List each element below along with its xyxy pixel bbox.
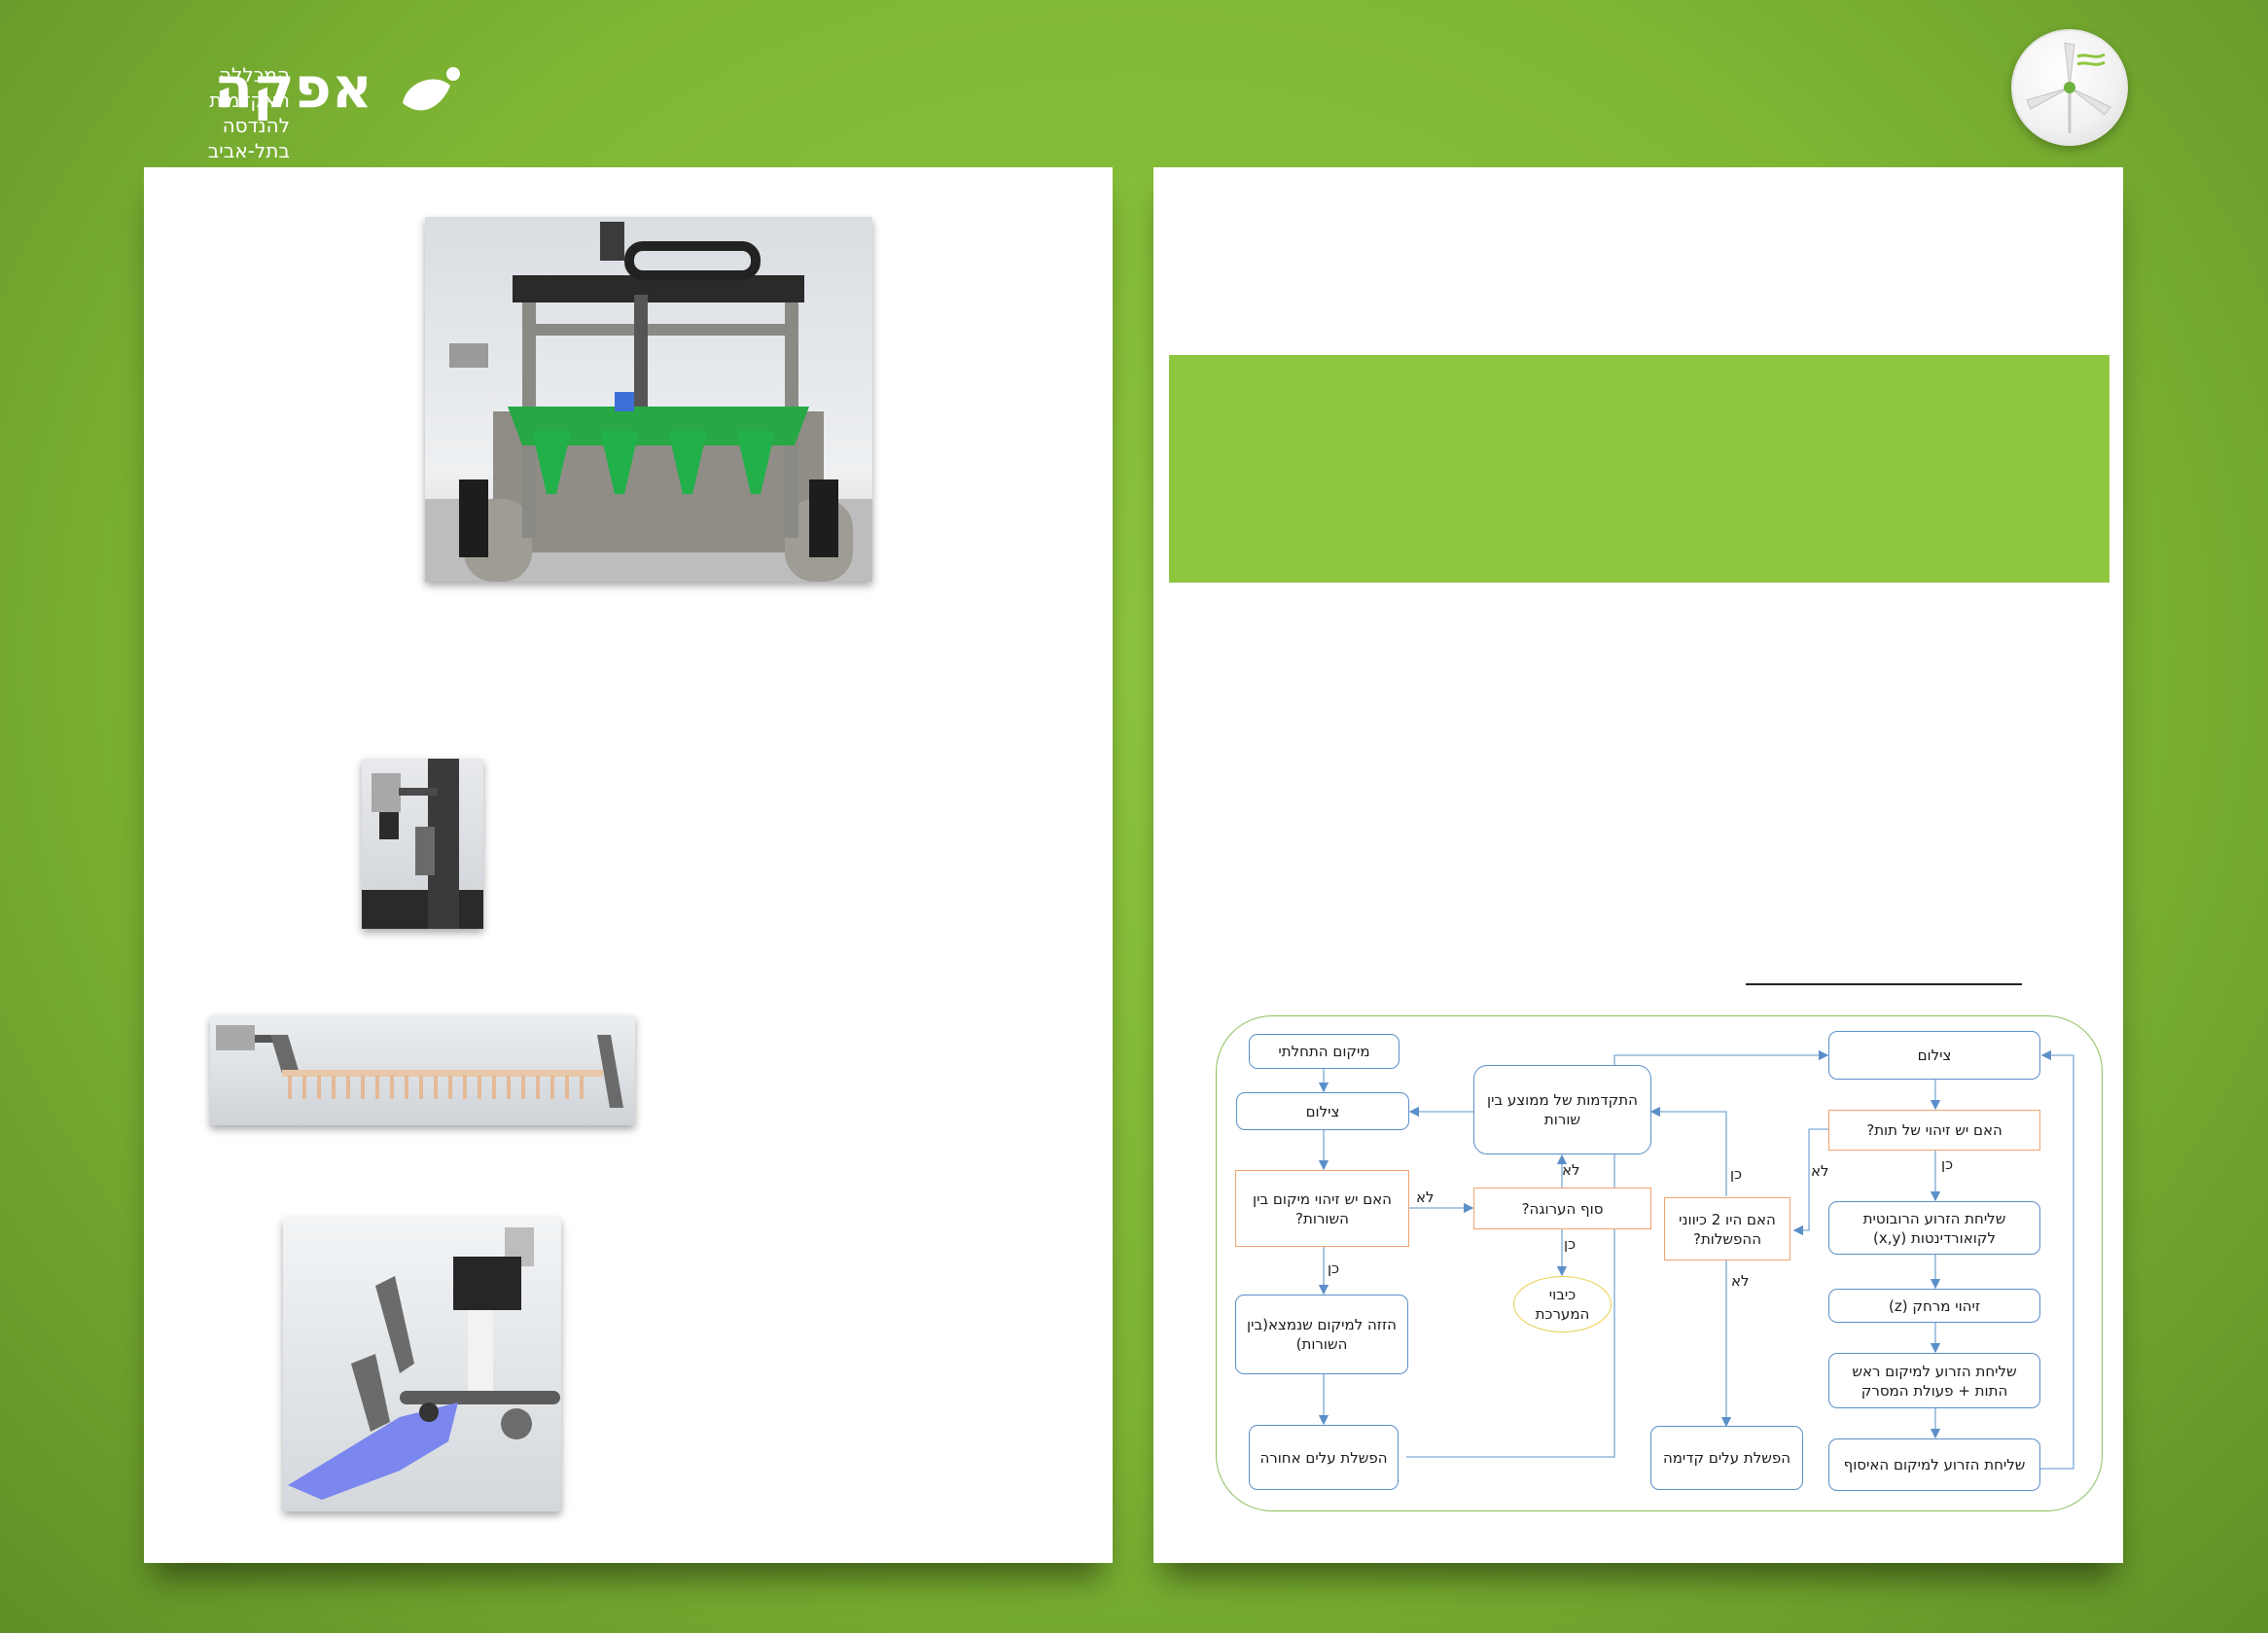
edge-label-yes-row: כן — [1328, 1260, 1340, 1277]
afeka-mark-icon — [403, 67, 460, 111]
flow-node-send-head: שליחת הזרוע למיקום ראש התות + פעולת המסר… — [1828, 1353, 2040, 1408]
flow-node-send-xy: שליחת הזרוע הרובוטית לקואורדינטות (x,y) — [1828, 1201, 2040, 1255]
wind-turbine-icon — [2026, 42, 2111, 133]
flow-node-capture-right: צילום — [1828, 1031, 2040, 1080]
flow-node-shutdown: כיבוי המערכת — [1513, 1276, 1612, 1332]
edge-label-no-twodirs: לא — [1731, 1272, 1750, 1290]
flow-node-move-row: הזזה למיקום שנמצא(בין השורות) — [1235, 1295, 1408, 1374]
flow-node-capture-left: צילום — [1236, 1092, 1409, 1130]
comb-arm-image — [210, 1015, 635, 1125]
wind-turbine-badge — [2011, 29, 2128, 146]
camera-mount-image — [362, 759, 483, 929]
title-banner — [1169, 355, 2109, 583]
flow-node-leaves-front: הפשלת עלים קדימה — [1650, 1426, 1803, 1490]
logo-subtitle-line2: להנדסה בתל-אביב — [207, 114, 290, 162]
flow-node-row-detect: האם יש זיהוי מיקום בין השורות? — [1235, 1170, 1409, 1247]
logo-subtitle: המכללה האקדמית להנדסה בתל-אביב — [144, 62, 290, 163]
edge-label-yes-strawberry: כן — [1941, 1155, 1954, 1173]
logo-subtitle-line1: המכללה האקדמית — [209, 63, 290, 112]
section-heading-underline — [1746, 983, 2022, 985]
flow-node-send-collect: שליחת הזרוע למיקום האיסוף — [1828, 1438, 2040, 1491]
flow-node-advance-rows: התקדמות של ממוצע בין שורות — [1473, 1065, 1651, 1154]
flow-node-start: מיקום התחלתי — [1249, 1034, 1400, 1069]
edge-label-yes-twodirs: כן — [1730, 1165, 1743, 1183]
flow-node-leaves-back: הפשלת עלים אחורה — [1249, 1425, 1399, 1490]
flowchart-frame — [1216, 1015, 2103, 1511]
flow-node-two-dirs: האם היו 2 כיווני ההפשלות? — [1664, 1197, 1790, 1260]
edge-label-no-strawberry: לא — [1811, 1162, 1829, 1180]
flow-node-strawberry-detect: האם יש זיהוי של תות? — [1828, 1110, 2040, 1151]
gripper-scoop-image — [283, 1218, 561, 1511]
robot-render-image — [425, 217, 872, 582]
edge-label-no-row: לא — [1416, 1189, 1435, 1206]
afeka-logo: אפקה המכללה האקדמית להנדסה בתל-אביב — [144, 54, 465, 162]
logo-wordmark: אפקה — [214, 54, 372, 121]
flow-node-detect-z: זיהוי מרחק (z) — [1828, 1289, 2040, 1323]
edge-label-no-endbed: לא — [1562, 1161, 1580, 1179]
edge-label-yes-endbed: כן — [1564, 1235, 1577, 1253]
flow-node-end-bed: סוף הערוגה? — [1473, 1188, 1651, 1229]
